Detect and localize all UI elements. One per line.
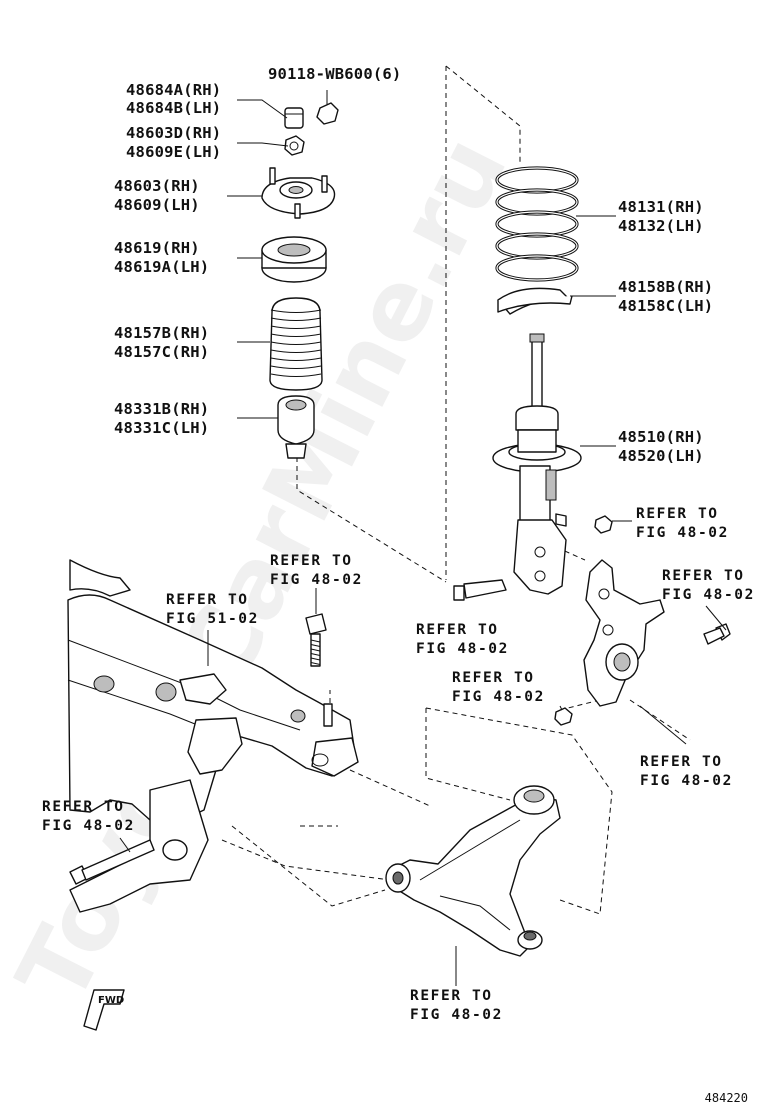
lock-nut (284, 135, 305, 156)
bolt-thread (310, 644, 321, 647)
spring-coil-highlight (496, 189, 578, 215)
knuckle-bolt-right (703, 623, 731, 645)
label-48331c: 48331C(LH) (114, 419, 209, 437)
label-48603d: 48603D(RH) (126, 124, 221, 142)
bolt-thread (310, 662, 321, 665)
ref-strut-bolt-l2: FIG 48-02 (416, 641, 509, 657)
spring-coil-highlight (496, 233, 578, 259)
ref-subframe-bolt-l2: FIG 48-02 (270, 572, 363, 588)
figure-code: 484220 (705, 1091, 748, 1105)
ref-lower-arm-l2: FIG 48-02 (410, 1007, 503, 1023)
label-48619a: 48619A(LH) (114, 258, 209, 276)
refer-to-labels: REFER TO FIG 48-02 REFER TO FIG 48-02 RE… (42, 506, 755, 1023)
ref-knuckle-bolt-l2: FIG 48-02 (662, 587, 755, 603)
fwd-label: FWD (98, 995, 124, 1006)
coil-spring (495, 166, 579, 282)
ref-knuckle-bolt-l1: REFER TO (662, 568, 745, 584)
ref-arm-bolt-l1: REFER TO (42, 799, 125, 815)
ref-knuckle-l2: FIG 48-02 (640, 773, 733, 789)
knuckle-nut-upper (594, 515, 613, 534)
bolt-thread (310, 639, 321, 643)
leader-lines (119, 90, 727, 986)
label-48131: 48131(RH) (618, 198, 704, 216)
part-number-labels: 90118-WB600(6) 48684A(RH) 48684B(LH) 486… (114, 65, 713, 465)
ref-ball-joint-nut-l2: FIG 48-02 (452, 689, 545, 705)
ref-subframe-l1: REFER TO (166, 592, 249, 608)
label-90118: 90118-WB600(6) (268, 65, 401, 83)
bolt-thread (310, 648, 321, 652)
label-48158c: 48158C(LH) (618, 297, 713, 315)
label-48619: 48619(RH) (114, 239, 200, 257)
boot-rib (270, 317, 322, 321)
ref-strut-nut-l1: REFER TO (636, 506, 719, 522)
label-48331b: 48331B(RH) (114, 400, 209, 418)
label-48684a: 48684A(RH) (126, 81, 221, 99)
label-48157b: 48157B(RH) (114, 324, 209, 342)
forward-direction-arrow-icon: FWD (83, 989, 125, 1031)
bolt-thread (310, 657, 321, 661)
spring-insulator (497, 287, 573, 315)
bump-stopper (277, 395, 315, 459)
boot-rib (270, 349, 322, 353)
boot-rib (270, 373, 322, 377)
ball-joint-nut (554, 707, 573, 726)
lower-control-arm (385, 785, 561, 957)
dust-boot (269, 297, 323, 391)
steering-knuckle (583, 559, 665, 707)
label-48609: 48609(LH) (114, 196, 200, 214)
label-48520: 48520(LH) (618, 447, 704, 465)
spring-coil-highlight (496, 167, 578, 193)
label-48157c: 48157C(RH) (114, 343, 209, 361)
label-48609e: 48609E(LH) (126, 143, 221, 161)
subframe-bolt-vertical (305, 613, 327, 667)
bolt-thread (310, 653, 321, 656)
boot-rib (270, 341, 322, 345)
label-48510: 48510(RH) (618, 428, 704, 446)
ref-lower-arm-l1: REFER TO (410, 988, 493, 1004)
assembly-dashed-lines (221, 65, 691, 915)
spring-coil-highlight (496, 255, 578, 281)
shock-absorber-strut (492, 333, 582, 595)
label-48684b: 48684B(LH) (126, 99, 221, 117)
label-48603: 48603(RH) (114, 177, 200, 195)
ref-knuckle-l1: REFER TO (640, 754, 723, 770)
ref-ball-joint-nut-l1: REFER TO (452, 670, 535, 686)
boot-rib (270, 325, 322, 329)
dust-cap (284, 107, 304, 129)
ref-arm-bolt-l2: FIG 48-02 (42, 818, 135, 834)
ref-strut-bolt-l1: REFER TO (416, 622, 499, 638)
label-48158b: 48158B(RH) (618, 278, 713, 296)
lower-arm-bolt (69, 839, 155, 885)
boot-rib (270, 357, 322, 361)
spring-coil-highlight (496, 211, 578, 237)
label-48132: 48132(LH) (618, 217, 704, 235)
ref-subframe-bolt-l1: REFER TO (270, 553, 353, 569)
ref-subframe-l2: FIG 51-02 (166, 611, 259, 627)
boot-rib (270, 365, 322, 369)
strut-mount-support (261, 167, 336, 219)
boot-rib (270, 309, 322, 313)
ref-strut-nut-l2: FIG 48-02 (636, 525, 729, 541)
strut-bearing (261, 236, 327, 283)
strut-bolt (453, 579, 507, 601)
boot-rib (270, 333, 322, 337)
